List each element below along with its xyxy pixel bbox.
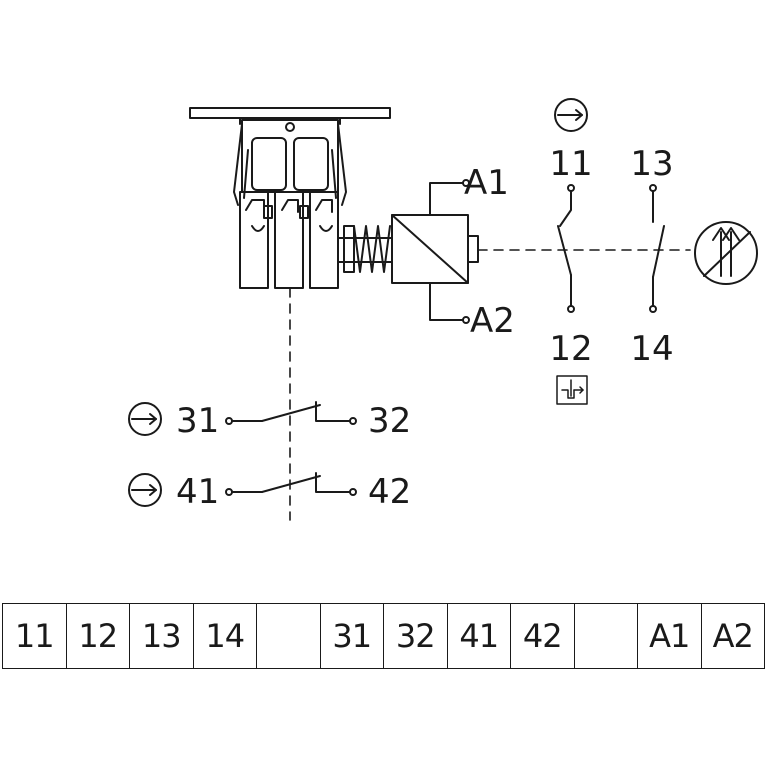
terminal-cell: 11 — [3, 604, 67, 668]
terminal-cell: 31 — [321, 604, 384, 668]
no-forced-guidance-icon — [694, 221, 758, 285]
contact-13-14 — [649, 184, 665, 313]
terminal-strip: 11 12 13 14 31 32 41 42 A1 A2 — [2, 603, 765, 669]
label-a1: A1 — [464, 163, 509, 203]
actuator-spring — [337, 225, 393, 273]
positive-opening-icon — [128, 402, 162, 436]
terminal-cell: 42 — [511, 604, 575, 668]
contact-31-32 — [225, 401, 357, 425]
label-11: 11 — [549, 144, 592, 184]
terminal-cell: 14 — [194, 604, 257, 668]
terminal-cell: 13 — [130, 604, 194, 668]
label-41: 41 — [176, 472, 219, 512]
label-a2: A2 — [470, 301, 515, 341]
label-13: 13 — [630, 144, 673, 184]
terminal-cell-empty — [257, 604, 321, 668]
label-32: 32 — [368, 401, 411, 441]
label-42: 42 — [368, 472, 411, 512]
contact-41-42 — [225, 472, 357, 496]
terminal-cell: A1 — [638, 604, 702, 668]
label-31: 31 — [176, 401, 219, 441]
terminal-cell: A2 — [712, 617, 754, 655]
mechanical-linkage — [289, 249, 691, 521]
delay-box-icon — [556, 375, 588, 405]
coil — [391, 179, 479, 324]
switch-body — [189, 107, 391, 289]
positive-opening-icon — [128, 473, 162, 507]
terminal-cell: 41 — [448, 604, 511, 668]
label-12: 12 — [549, 329, 592, 369]
terminal-cell: 32 — [384, 604, 448, 668]
contact-11-12 — [557, 184, 575, 313]
terminal-cell-empty — [575, 604, 638, 668]
positive-opening-icon — [554, 98, 588, 132]
label-14: 14 — [630, 329, 673, 369]
terminal-cell: 12 — [67, 604, 130, 668]
